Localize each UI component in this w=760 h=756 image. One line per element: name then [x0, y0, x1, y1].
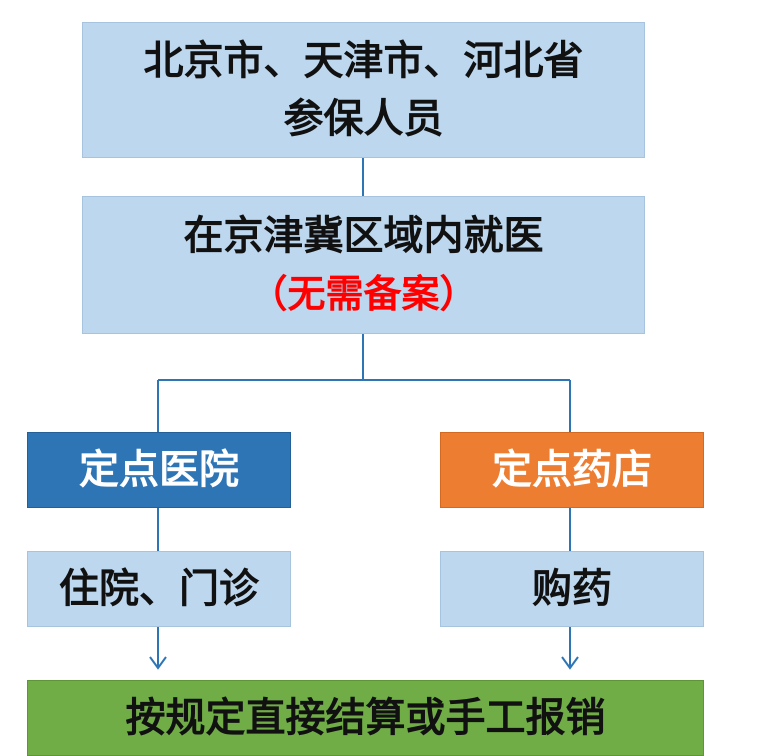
insured-persons-line1: 北京市、天津市、河北省 — [143, 38, 584, 84]
pharmacy-service-label: 购药 — [532, 566, 612, 612]
pharmacy-service-box: 购药 — [440, 551, 704, 627]
connector-middle-branch — [157, 334, 571, 432]
designated-hospital-label: 定点医院 — [79, 447, 239, 493]
settlement-box: 按规定直接结算或手工报销 — [27, 680, 704, 756]
designated-hospital-box: 定点医院 — [27, 432, 291, 508]
designated-pharmacy-label: 定点药店 — [492, 447, 652, 493]
insured-persons-line2: 参保人员 — [283, 96, 444, 142]
arrow-right-head — [561, 656, 579, 670]
regional-care-line1: 在京津冀区域内就医 — [183, 213, 544, 259]
settlement-label: 按规定直接结算或手工报销 — [125, 695, 606, 741]
designated-pharmacy-box: 定点药店 — [440, 432, 704, 508]
arrow-left-head — [149, 656, 167, 670]
regional-care-box: 在京津冀区域内就医 （无需备案） — [82, 196, 645, 334]
insured-persons-box: 北京市、天津市、河北省 参保人员 — [82, 22, 645, 158]
hospital-service-label: 住院、门诊 — [59, 566, 259, 612]
no-filing-note: （无需备案） — [249, 272, 478, 316]
hospital-service-box: 住院、门诊 — [27, 551, 291, 627]
